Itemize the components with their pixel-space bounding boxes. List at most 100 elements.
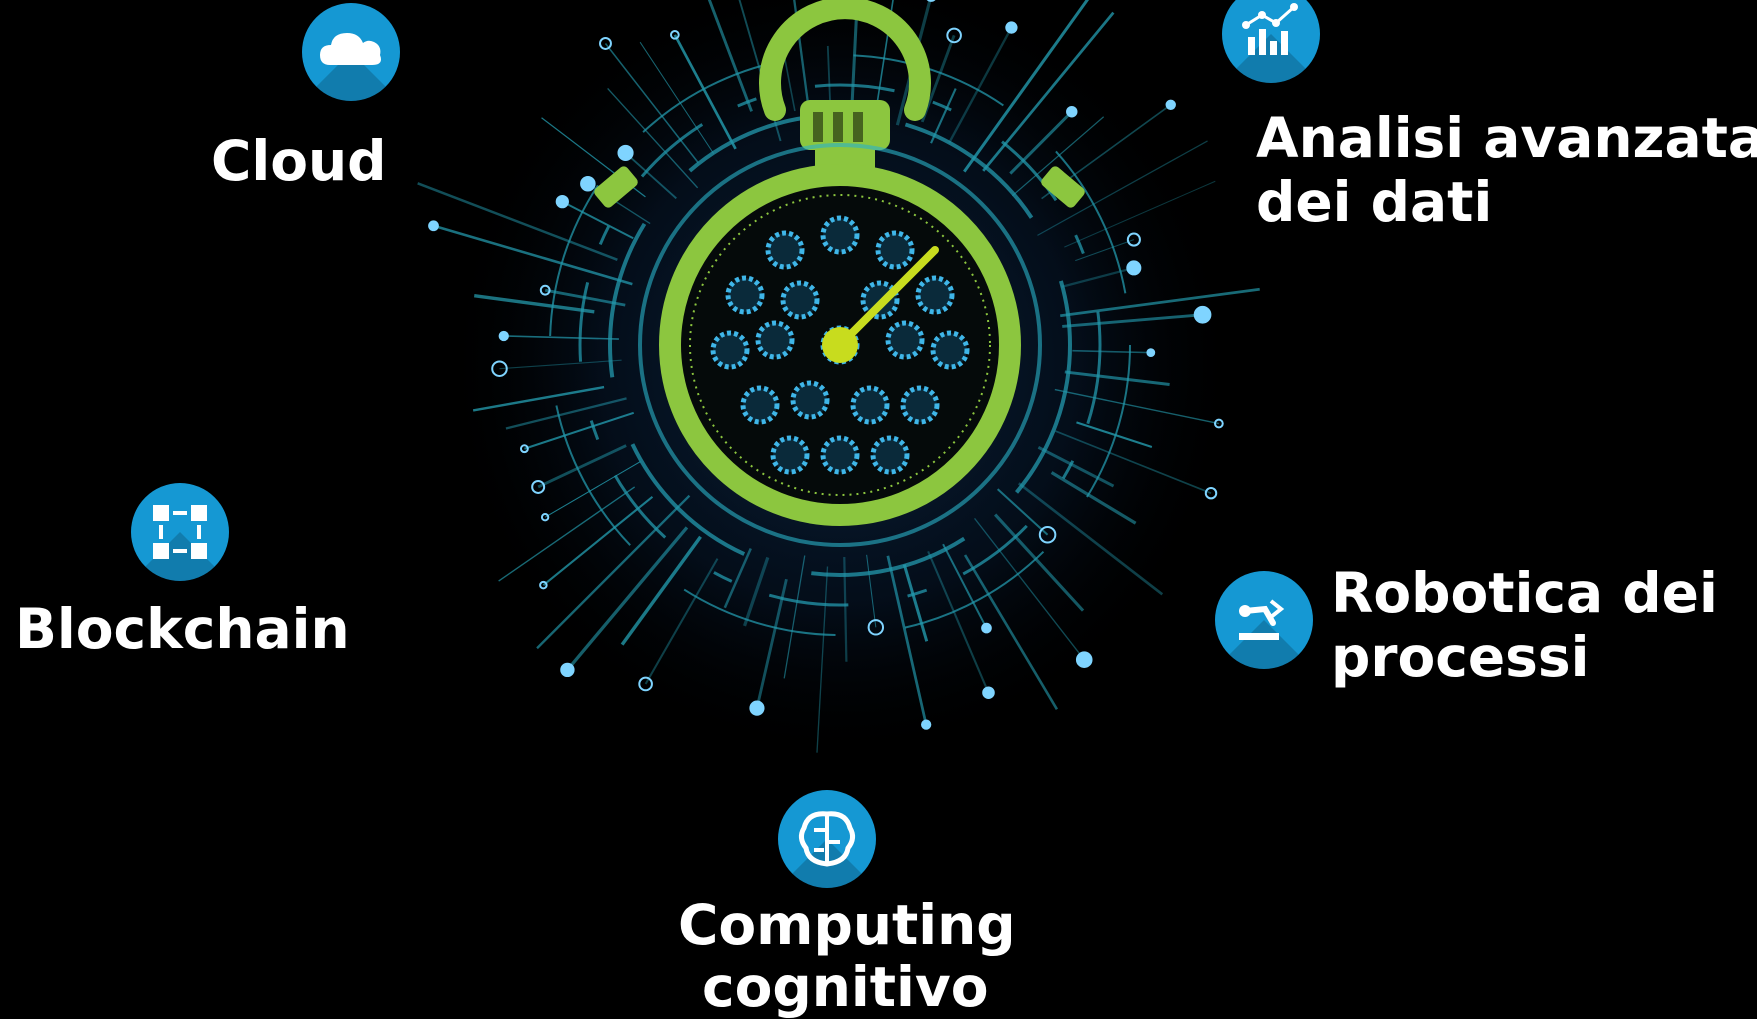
analytics-label-line2: dei dati: [1256, 170, 1493, 234]
circuit-line: [673, 34, 737, 150]
circuit-line: [566, 526, 689, 671]
circuit-node: [519, 444, 529, 454]
dial-gear-icon: [850, 385, 890, 425]
circuit-node: [1075, 651, 1093, 668]
cloud-label: Cloud: [211, 129, 387, 193]
circuit-line: [1064, 180, 1216, 248]
circuit-line: [1037, 446, 1115, 488]
circuit-line: [866, 554, 877, 628]
circuit-line: [604, 43, 699, 164]
dial-gear-icon: [710, 330, 750, 370]
robotics-badge[interactable]: [1215, 571, 1313, 669]
cloud-icon: [320, 33, 381, 65]
circuit-line: [1064, 370, 1170, 386]
circuit-node: [540, 513, 550, 522]
circuit-line: [644, 558, 719, 685]
circuit-line: [1009, 110, 1073, 175]
cognitive-label-line1: Computing: [678, 893, 1016, 957]
brain-icon: [798, 811, 856, 867]
circuit-line: [433, 224, 633, 286]
dial-gear-icon: [740, 385, 780, 425]
circuit-line: [542, 496, 654, 586]
circuit-node: [1126, 260, 1142, 276]
circuit-line: [927, 550, 990, 694]
circuit-line: [875, 0, 894, 109]
circuit-line: [544, 461, 641, 518]
circuit-line: [1037, 140, 1208, 236]
circuit-line: [607, 87, 699, 189]
circuit-node: [1193, 305, 1212, 324]
circuit-node: [539, 284, 551, 296]
circuit-line: [902, 564, 929, 642]
circuit-line: [974, 517, 1085, 661]
circuit-node: [926, 0, 936, 2]
circuit-line: [624, 152, 677, 200]
circuit-line: [1050, 471, 1137, 525]
circuit-ring: [608, 113, 1072, 577]
circuit-line: [472, 385, 605, 412]
circuit-line: [1060, 287, 1260, 318]
dial-gear-icon: [875, 230, 915, 270]
analytics-label-line1: Analisi avanzata: [1256, 106, 1757, 170]
circuit-line: [474, 293, 595, 314]
circuit-line: [1061, 266, 1135, 288]
circuit-node: [539, 580, 548, 590]
circuit-node: [428, 220, 439, 232]
dial-gear-icon: [900, 385, 940, 425]
circuit-line: [783, 555, 806, 679]
circuit-node: [1066, 105, 1078, 118]
circuit-line: [948, 26, 1013, 144]
circuit-line: [942, 543, 988, 629]
circuit-line: [505, 397, 627, 430]
circuit-line: [994, 513, 1085, 612]
circuit-node: [867, 619, 885, 636]
circuit-node: [560, 662, 575, 678]
circuit-node: [1165, 99, 1176, 111]
blockchain-label: Blockchain: [15, 597, 350, 661]
cognitive-badge[interactable]: [778, 790, 876, 888]
circuit-node: [599, 37, 612, 50]
dial-gear-icon: [885, 320, 925, 360]
circuit-node: [982, 686, 995, 700]
dial-gear-icon: [780, 280, 820, 320]
circuit-line: [537, 444, 627, 489]
circuit-line: [743, 556, 770, 627]
circuit-line: [1011, 116, 1105, 197]
circuit-line: [1072, 349, 1151, 354]
stopwatch-illustration: [417, 0, 1260, 780]
circuit-line: [639, 41, 714, 154]
circuit-node: [1213, 418, 1224, 429]
circuit-line: [963, 554, 1059, 710]
circuit-node: [531, 479, 546, 494]
circuit-line: [561, 200, 634, 240]
dial-gear-icon: [755, 320, 795, 360]
circuit-line: [963, 0, 1090, 173]
circuit-line: [723, 547, 752, 609]
circuit-ring: [578, 83, 1102, 607]
circuit-line: [1055, 430, 1212, 494]
circuit-node: [1126, 232, 1141, 247]
blockchain-badge[interactable]: [131, 483, 229, 581]
circuit-line: [1075, 239, 1135, 262]
chart-icon: [1242, 3, 1298, 55]
circuit-line: [536, 494, 691, 650]
dial-gear-icon: [820, 435, 860, 475]
dial-gear-icon: [820, 215, 860, 255]
circuit-node: [555, 194, 569, 209]
dial-gear-icon: [870, 435, 910, 475]
circuit-node: [946, 27, 962, 44]
circuit-ring: [549, 54, 1131, 636]
circuit-node: [498, 330, 509, 342]
circuit-node: [617, 144, 634, 161]
circuit-node: [491, 360, 508, 377]
circuit-line: [1062, 313, 1203, 328]
cloud-badge[interactable]: [302, 3, 400, 101]
circuit-line: [755, 578, 788, 709]
circuit-line: [503, 335, 619, 340]
circuit-line: [1054, 388, 1220, 425]
circuit-line: [707, 0, 753, 112]
circuit-line: [1076, 421, 1153, 449]
dial-gear-icon: [725, 275, 765, 315]
dial-gear-icon: [770, 435, 810, 475]
analytics-badge[interactable]: [1222, 0, 1320, 83]
